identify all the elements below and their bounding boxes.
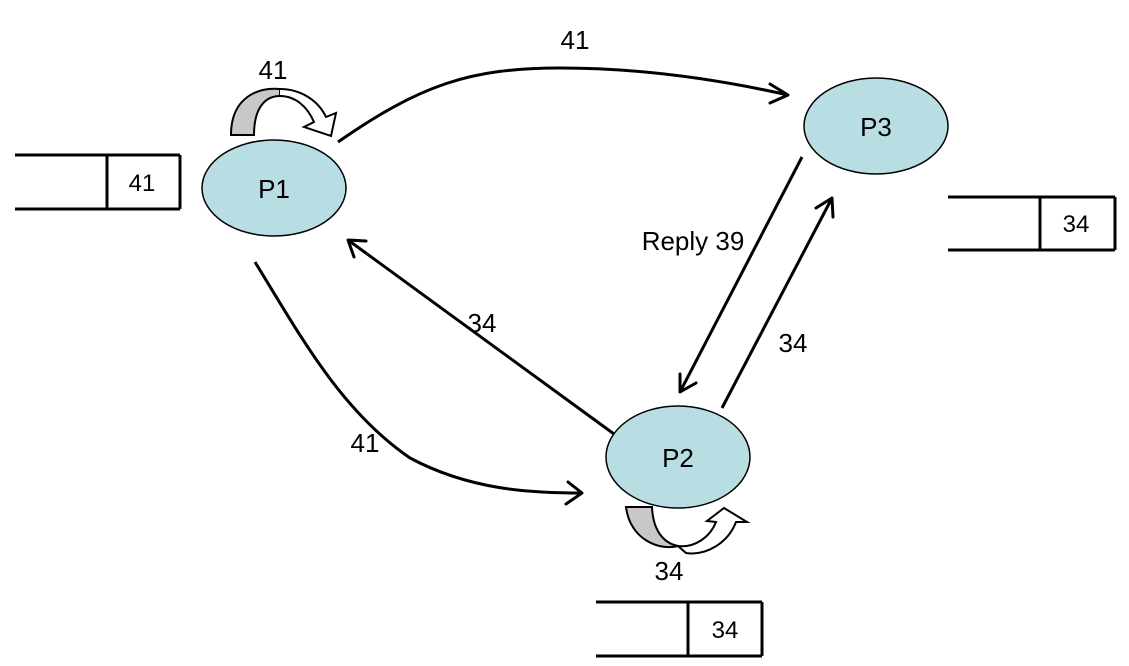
edge-p2-to-p1-label: 34 bbox=[468, 308, 497, 338]
queue-p1: 41 bbox=[15, 153, 182, 211]
node-p1: P1 bbox=[201, 139, 347, 237]
node-p2-ellipse bbox=[605, 405, 751, 509]
self-loop-p1-shaded-band bbox=[229, 87, 281, 136]
queue-p3: 34 bbox=[948, 195, 1117, 252]
edge-p1-to-p2: 41 bbox=[253, 261, 584, 506]
node-p2-label: P2 bbox=[662, 443, 694, 473]
self-loop-p1: 41 bbox=[229, 55, 338, 138]
self-loop-p1-label: 41 bbox=[259, 55, 288, 85]
edge-p1-to-p3: 41 bbox=[337, 25, 790, 144]
edge-p1-to-p3-label: 41 bbox=[561, 25, 590, 55]
node-p1-ellipse bbox=[201, 139, 347, 237]
edge-p1-to-p2-label: 41 bbox=[351, 428, 380, 458]
edge-p2-to-p1: 34 bbox=[346, 238, 615, 436]
edge-p2-to-p3-label: 34 bbox=[779, 328, 808, 358]
self-loop-p2: 34 bbox=[624, 506, 751, 586]
queue-p2-value: 34 bbox=[712, 617, 739, 644]
node-p3-label: P3 bbox=[860, 112, 892, 142]
self-loop-p2-label: 34 bbox=[655, 556, 684, 586]
node-p1-label: P1 bbox=[258, 174, 290, 204]
queue-p1-value: 41 bbox=[129, 170, 156, 197]
queue-p2: 34 bbox=[596, 600, 764, 658]
edge-p2-to-p3: 34 bbox=[720, 196, 835, 409]
self-loop-p2-shaded-band bbox=[624, 506, 679, 549]
node-p3-ellipse bbox=[803, 77, 949, 175]
edge-p3-to-p2: Reply 39 bbox=[642, 156, 804, 394]
edge-p3-to-p2-label: Reply 39 bbox=[642, 226, 745, 256]
node-p2: P2 bbox=[605, 405, 751, 509]
node-p3: P3 bbox=[803, 77, 949, 175]
queue-p3-value: 34 bbox=[1063, 211, 1090, 238]
